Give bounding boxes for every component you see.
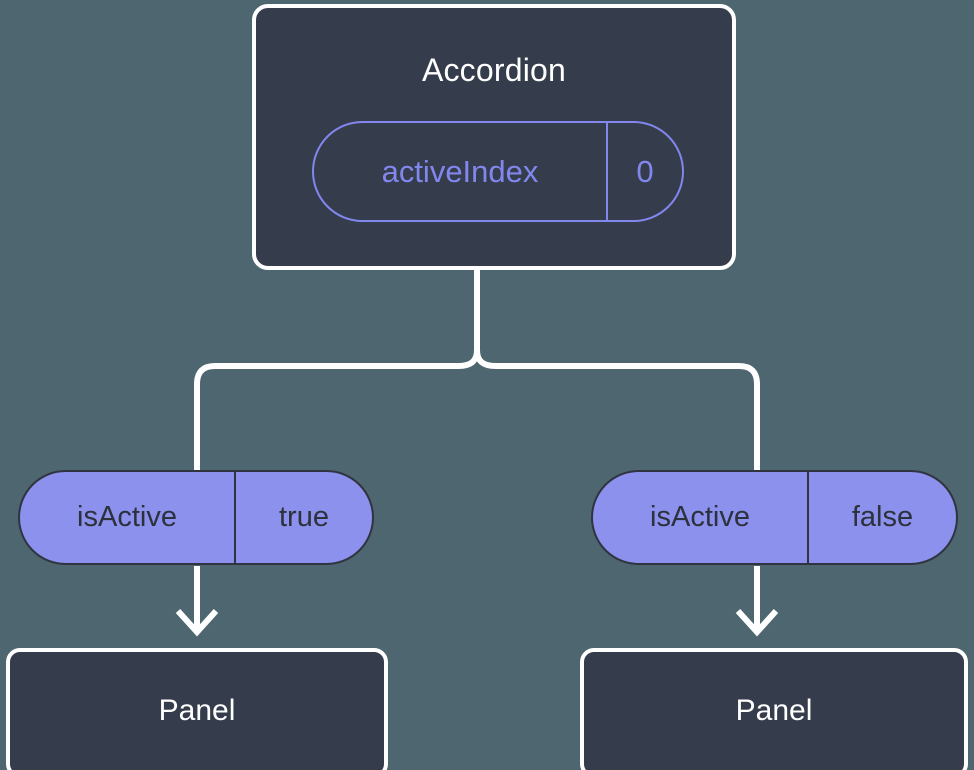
state-pill-value: 0 [636, 153, 654, 189]
prop-pill-value: true [279, 501, 329, 533]
prop-pill-is-active-false[interactable]: isActive false [591, 470, 958, 565]
prop-pill-key: isActive [20, 472, 236, 563]
component-node-panel-left[interactable]: Panel [6, 648, 388, 770]
state-pill-key: activeIndex [314, 123, 608, 220]
prop-pill-value: false [851, 501, 914, 533]
arrow-head-left [175, 608, 219, 637]
prop-pill-is-active-true[interactable]: isActive true [18, 470, 374, 565]
connector-fork-right [474, 349, 760, 470]
component-node-accordion[interactable]: Accordion activeIndex 0 [252, 4, 736, 270]
state-pill-active-index[interactable]: activeIndex 0 [312, 121, 684, 222]
connector-fork [194, 349, 480, 470]
arrow-head-right [735, 608, 779, 637]
component-node-panel-right[interactable]: Panel [580, 648, 968, 770]
panel-title: Panel [158, 694, 236, 727]
panel-title: Panel [735, 694, 813, 727]
component-title: Accordion [421, 52, 567, 88]
prop-pill-key: isActive [593, 472, 809, 563]
